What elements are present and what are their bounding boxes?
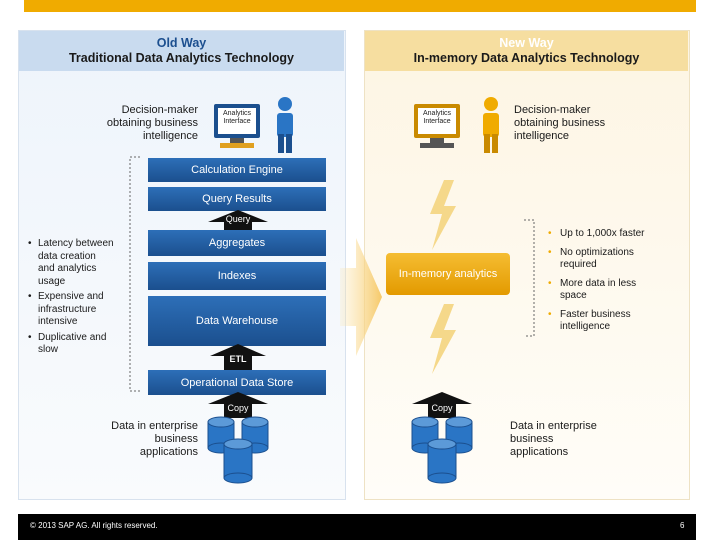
lightning-bolt-icon (430, 304, 456, 374)
new-data-label: Data in enterprise business applications (510, 420, 630, 459)
aggregates-box: Aggregates (148, 230, 326, 256)
person-icon (277, 97, 293, 153)
bullet-line: and analytics (38, 263, 97, 274)
copy-arrow-label: Copy (227, 403, 249, 413)
bullet-line: No optimizations (560, 246, 634, 258)
new-way-header: New Way In-memory Data Analytics Technol… (365, 31, 688, 71)
old-decision-maker-line: Decision-maker (121, 104, 198, 116)
analytics-interface-line: Interface (223, 118, 251, 125)
new-decision-maker-line: intelligence (514, 130, 570, 142)
bullet-line: intelligence (560, 321, 611, 332)
new-way-title: New Way (499, 36, 554, 50)
old-way-title: Old Way (156, 36, 207, 50)
bullet-item: • Expensive and infrastructure intensive (28, 291, 128, 329)
etl-arrow-icon (210, 344, 266, 370)
old-way-bullets: • Latency between data creation and anal… (28, 238, 128, 357)
top-accent-bar (24, 0, 696, 12)
data-label-line: business (154, 433, 198, 445)
data-label-line: Data in enterprise (510, 420, 597, 432)
new-way-subtitle: In-memory Data Analytics Technology (413, 51, 640, 65)
bullet-item: • Up to 1,000x faster (548, 228, 668, 241)
bullet-line: intensive (38, 316, 78, 327)
person-icon (483, 97, 499, 153)
old-decision-maker-label: Decision-maker obtaining business intell… (92, 104, 198, 143)
database-icon (411, 416, 473, 484)
new-decision-maker-line: Decision-maker (514, 104, 591, 116)
query-results-box: Query Results (148, 187, 326, 211)
old-way-header: Old Way Traditional Data Analytics Techn… (19, 31, 344, 71)
bullet-line: data creation (38, 250, 96, 262)
bracket-line (129, 156, 140, 392)
computer-monitor-icon (414, 104, 460, 148)
bullet-line: required (560, 259, 597, 270)
lightning-bolt-icon (430, 180, 456, 250)
in-memory-analytics-box: In-memory analytics (386, 253, 510, 295)
bracket-line (524, 219, 535, 337)
copy-arrow-icon (208, 392, 268, 418)
old-data-label: Data in enterprise business applications (92, 420, 198, 459)
new-analytics-interface-label: Analytics Interface (418, 110, 456, 126)
copyright-text: © 2013 SAP AG. All rights reserved. (30, 521, 158, 530)
transition-arrow-icon (340, 238, 382, 356)
bullet-item: • No optimizations required (548, 247, 668, 272)
old-decision-maker-line: intelligence (142, 130, 198, 142)
old-way-subtitle: Traditional Data Analytics Technology (68, 51, 295, 65)
data-label-line: applications (139, 446, 198, 458)
bullet-line: slow (38, 344, 59, 355)
data-label-line: applications (510, 446, 569, 458)
analytics-interface-line: Analytics (222, 110, 251, 117)
bullet-item: • Duplicative and slow (28, 332, 128, 357)
bullet-line: More data in less (560, 277, 637, 289)
page-number: 6 (680, 521, 685, 530)
footer-bar (18, 514, 696, 540)
data-warehouse-box: Data Warehouse (148, 296, 326, 346)
new-decision-maker-label: Decision-maker obtaining business intell… (514, 104, 634, 143)
query-arrow-label: Query (225, 214, 251, 224)
bullet-item: • Latency between data creation and anal… (28, 238, 128, 288)
query-arrow-icon (208, 210, 268, 232)
bullet-line: infrastructure (38, 303, 97, 315)
bullet-line: Faster business (560, 308, 631, 320)
copy-arrow-label: Copy (431, 403, 453, 413)
operational-data-store-box: Operational Data Store (148, 370, 326, 395)
bullet-line: Latency between (38, 238, 114, 249)
bullet-line: Up to 1,000x faster (560, 228, 645, 239)
bullet-item: • Faster business intelligence (548, 309, 668, 334)
computer-monitor-icon (214, 104, 260, 148)
bullet-line: space (560, 290, 587, 301)
calculation-engine-box: Calculation Engine (148, 158, 326, 182)
analytics-interface-line: Analytics (422, 110, 451, 117)
indexes-box: Indexes (148, 262, 326, 290)
bullet-line: usage (38, 275, 66, 287)
new-decision-maker-line: obtaining business (514, 117, 606, 129)
bullet-item: • More data in less space (548, 278, 668, 303)
old-analytics-interface-label: Analytics Interface (218, 110, 256, 126)
etl-arrow-label: ETL (229, 354, 247, 364)
analytics-interface-line: Interface (423, 118, 451, 125)
copy-arrow-icon (412, 392, 472, 418)
database-icon (207, 416, 269, 484)
bullet-line: Duplicative and (38, 331, 107, 343)
data-label-line: business (510, 433, 554, 445)
data-label-line: Data in enterprise (111, 420, 198, 432)
bullet-line: Expensive and (38, 291, 104, 302)
new-way-bullets: • Up to 1,000x faster • No optimizations… (548, 228, 668, 334)
old-decision-maker-line: obtaining business (106, 117, 198, 129)
